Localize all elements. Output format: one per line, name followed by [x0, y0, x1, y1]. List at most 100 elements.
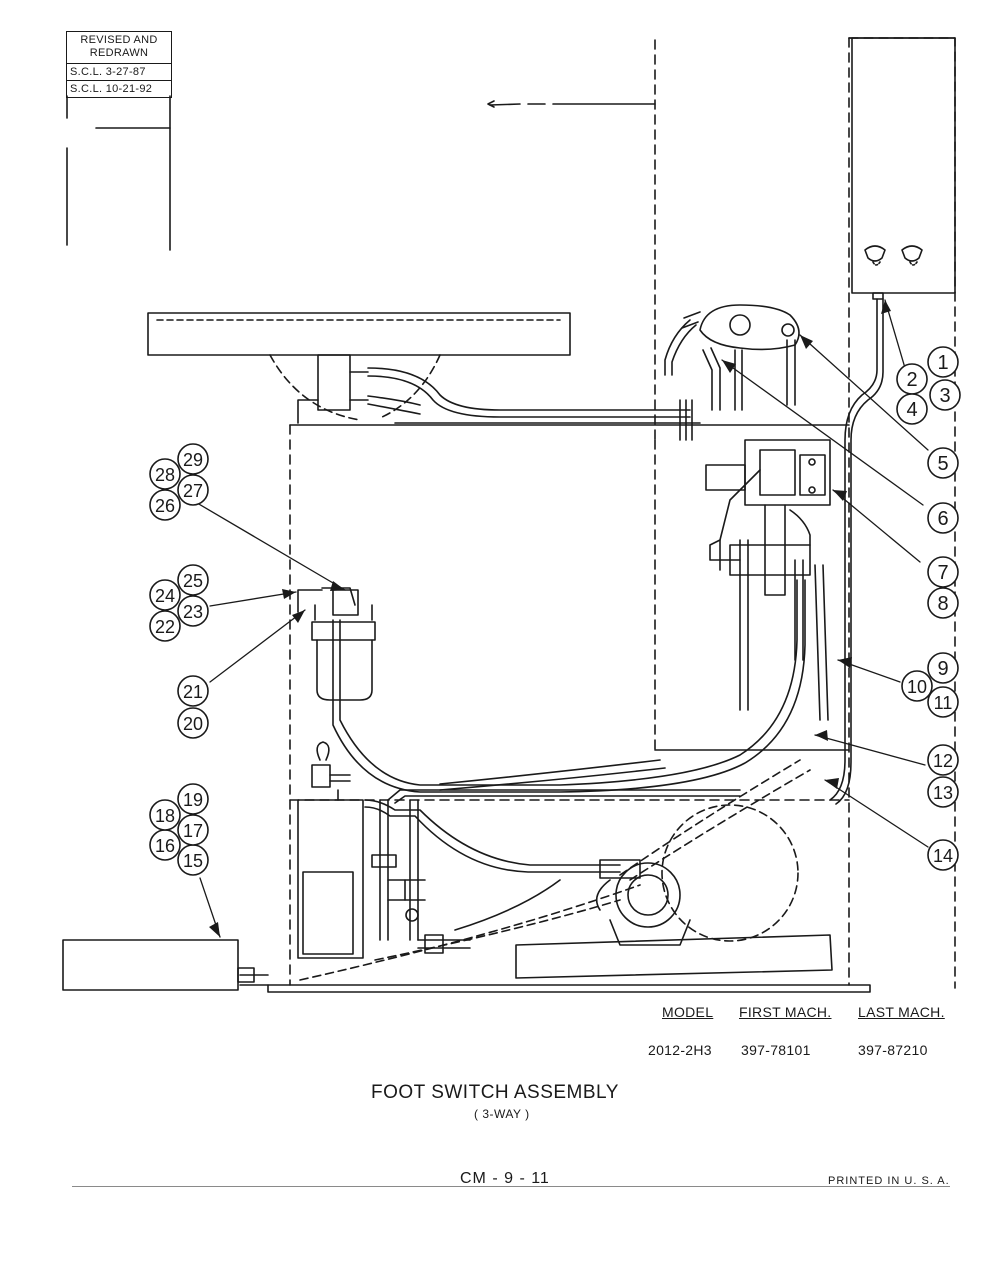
model-value: 2012-2H3 — [648, 1042, 712, 1058]
callout-11: 11 — [927, 686, 959, 718]
callout-label: 3 — [939, 385, 950, 407]
callout-circle — [149, 489, 181, 521]
callout-circle — [177, 707, 209, 739]
callout-label: 11 — [934, 693, 953, 713]
callout-circle — [177, 443, 209, 475]
callout-20: 20 — [177, 707, 209, 739]
callout-26: 26 — [149, 489, 181, 521]
callout-label: 8 — [937, 593, 948, 615]
callout-18: 18 — [149, 799, 181, 831]
callout-circle — [177, 675, 209, 707]
callout-21: 21 — [177, 675, 209, 707]
callout-label: 5 — [937, 453, 948, 475]
callout-label: 15 — [183, 851, 203, 871]
first-mach-header: FIRST MACH. — [739, 1004, 832, 1020]
callout-label: 17 — [183, 821, 203, 841]
callout-label: 4 — [906, 399, 917, 421]
model-header: MODEL — [662, 1004, 714, 1020]
callout-label: 13 — [933, 783, 953, 803]
callout-8: 8 — [927, 587, 959, 619]
callout-7: 7 — [927, 556, 959, 588]
revision-entry: S.C.L. 10-21-92 — [70, 83, 153, 95]
callout-12: 12 — [927, 744, 959, 776]
callout-25: 25 — [177, 564, 209, 596]
callout-17: 17 — [177, 814, 209, 846]
callout-5: 5 — [927, 447, 959, 479]
callout-22: 22 — [149, 610, 181, 642]
callout-label: 19 — [183, 790, 203, 810]
callout-circle — [177, 814, 209, 846]
callout-circle — [149, 610, 181, 642]
callout-9: 9 — [927, 652, 959, 684]
first-mach-value: 397-78101 — [741, 1042, 811, 1058]
callout-label: 7 — [937, 562, 948, 584]
callout-label: 14 — [933, 846, 953, 866]
callout-circle — [927, 744, 959, 776]
callout-circle — [927, 346, 959, 378]
callout-label: 26 — [155, 496, 175, 516]
callout-circle — [177, 595, 209, 627]
callout-label: 16 — [155, 836, 175, 856]
printed-note: PRINTED IN U. S. A. — [828, 1175, 950, 1187]
footer-rule — [72, 1186, 950, 1187]
callout-28: 28 — [149, 458, 181, 490]
callout-circle — [896, 393, 928, 425]
callout-circle — [927, 447, 959, 479]
callout-label: 20 — [183, 714, 203, 734]
callout-label: 28 — [155, 465, 175, 485]
callout-27: 27 — [177, 474, 209, 506]
callout-label: 27 — [183, 481, 203, 501]
callout-label: 9 — [937, 658, 948, 680]
callout-label: 1 — [937, 352, 948, 374]
revision-box: REVISED AND REDRAWN S.C.L. 3-27-87 S.C.L… — [66, 31, 172, 98]
callout-2: 2 — [896, 363, 928, 395]
callout-label: 29 — [183, 450, 203, 470]
last-mach-header: LAST MACH. — [858, 1004, 945, 1020]
callout-circle — [149, 799, 181, 831]
callout-label: 24 — [155, 586, 175, 606]
callout-4: 4 — [896, 393, 928, 425]
callout-label: 10 — [907, 677, 927, 697]
revision-header: REVISED AND REDRAWN — [67, 32, 171, 64]
callout-circle — [927, 556, 959, 588]
drawing-title: FOOT SWITCH ASSEMBLY — [371, 1082, 619, 1103]
page-number: CM - 9 - 11 — [460, 1170, 550, 1187]
callout-circle — [927, 587, 959, 619]
callout-label: 25 — [183, 571, 203, 591]
callout-circle — [149, 458, 181, 490]
callout-circle — [177, 474, 209, 506]
callout-label: 12 — [933, 751, 953, 771]
callout-23: 23 — [177, 595, 209, 627]
callout-15: 15 — [177, 844, 209, 876]
callout-group: 1234567891011121314151617181920212223242… — [149, 346, 961, 876]
callout-circle — [927, 652, 959, 684]
callout-circle — [177, 783, 209, 815]
callout-circle — [929, 379, 961, 411]
callout-10: 10 — [901, 670, 933, 702]
callout-6: 6 — [927, 502, 959, 534]
callout-circle — [927, 686, 959, 718]
last-mach-value: 397-87210 — [858, 1042, 928, 1058]
revision-entry: S.C.L. 3-27-87 — [67, 64, 171, 81]
callout-3: 3 — [929, 379, 961, 411]
callout-circle — [927, 776, 959, 808]
callout-label: 22 — [155, 617, 175, 637]
callout-circle — [901, 670, 933, 702]
callout-13: 13 — [927, 776, 959, 808]
callout-19: 19 — [177, 783, 209, 815]
callout-29: 29 — [177, 443, 209, 475]
drawing-subtitle: ( 3-WAY ) — [474, 1107, 530, 1121]
callout-circle — [149, 579, 181, 611]
callout-circle — [927, 839, 959, 871]
callout-label: 6 — [937, 508, 948, 530]
callout-label: 18 — [155, 806, 175, 826]
callout-label: 23 — [183, 602, 203, 622]
callout-circle — [927, 502, 959, 534]
callout-16: 16 — [149, 829, 181, 861]
callout-label: 2 — [906, 369, 917, 391]
callout-14: 14 — [927, 839, 959, 871]
callout-1: 1 — [927, 346, 959, 378]
callout-label: 21 — [183, 682, 203, 702]
